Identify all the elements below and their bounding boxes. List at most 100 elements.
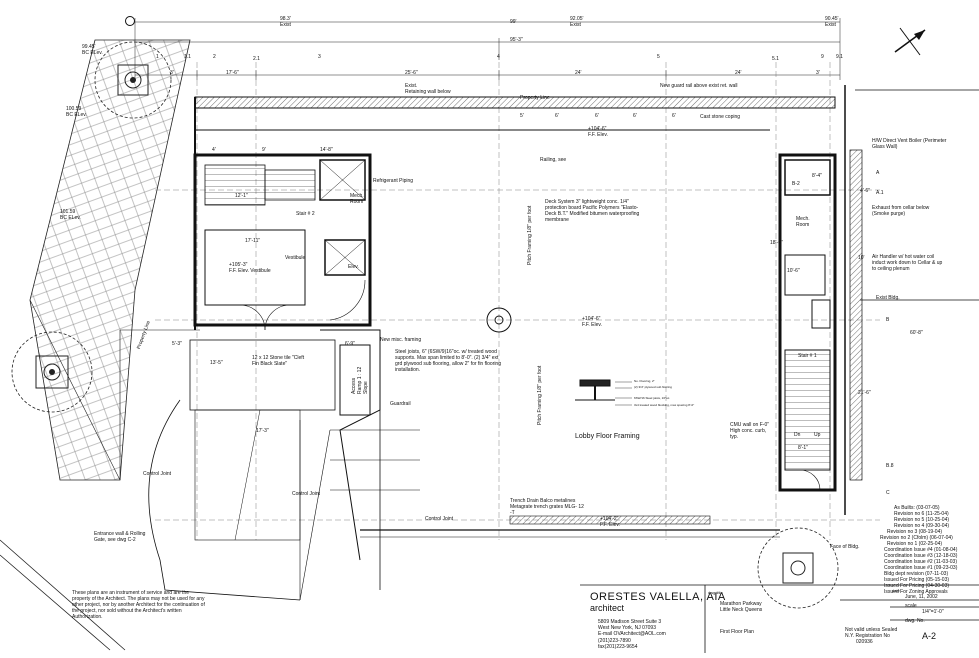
dimension-label: 6'-9"	[345, 341, 355, 347]
elevation-label: BC ELev.	[66, 112, 87, 118]
revision-item: Revision no 4 (09-30-04)	[894, 523, 950, 529]
revision-item: Issued For Zoning Approvals	[884, 589, 948, 595]
detail-note: No. Flooring, 2"	[634, 379, 655, 383]
elevation-label: 100.59	[66, 106, 82, 112]
note-refrigerant: Refrigerant Piping	[373, 178, 414, 184]
note-air-handler: Air Handler w/ hot water coil induct wor…	[872, 254, 943, 272]
elevation-label: 101.59	[60, 209, 76, 215]
revision-item: Revision no 5 (10-25-04)	[894, 517, 950, 523]
revision-item: Revision no 6 (11-25-04)	[894, 511, 949, 517]
architect-address: West New York, NJ 07093	[598, 625, 656, 631]
elevation-tag: +104'-6"	[588, 126, 607, 132]
structural-columns	[486, 307, 512, 333]
dimension-label: 4'-6"	[860, 188, 870, 194]
grid-label-column: 5.1	[772, 56, 779, 62]
drawing-number: A-2	[922, 631, 937, 641]
dimension-label: 90.45'	[825, 16, 839, 22]
note-pitch-framing: Pitch Framing 1/8" per foot	[537, 365, 543, 425]
note-trench-drain: Trench Drain Balco metalines Metagrate t…	[510, 498, 584, 516]
drawing-title: First Floor Plan	[720, 629, 754, 635]
grid-label-column: 9	[821, 54, 824, 60]
tag-b2: B-2	[792, 181, 800, 187]
label-down: Dn	[794, 432, 801, 438]
elevation-tag: +104'-6"	[582, 316, 601, 322]
grid-label-row: A	[876, 170, 880, 176]
room-label-stair: Stair # 2	[296, 211, 315, 217]
revision-item: Revision no 2 (Cfolm) (06-07-04)	[880, 535, 953, 541]
disclaimer-text: These plans are an instrument of service…	[72, 590, 205, 620]
dimension-label: 13'-5"	[210, 360, 223, 366]
note-exist-bldg: Exist Bldg.	[876, 295, 900, 301]
scale-value: 1/4"=1'-0"	[922, 609, 944, 615]
project-name: Marathon Parkway	[720, 601, 762, 607]
dimension-label: 18'-6"	[770, 240, 783, 246]
note-guardrail: Guardrail	[390, 401, 411, 407]
seal-note: N.Y. Registration No	[845, 633, 890, 639]
dimension-label: 10'	[858, 255, 865, 261]
grid-label-row: C	[886, 490, 890, 496]
grid-bubble-top	[125, 16, 135, 28]
sidewalk-paving	[0, 39, 191, 651]
note-control-joint: Control Joint	[425, 516, 454, 522]
room-label-mech: Mech. Room	[796, 216, 810, 228]
grid-line-column	[196, 62, 831, 540]
revision-item: Revision no 1 (02-25-04)	[887, 541, 943, 547]
revision-item: Issued For Pricing (05-15-03)	[884, 577, 950, 583]
dimension-label: 25'-6"	[405, 70, 418, 76]
note-exist: Exist.	[405, 83, 418, 89]
grid-label-column: 3	[318, 54, 321, 60]
revision-item: Coordination Issue #3 (12-18-03)	[884, 553, 958, 559]
revision-item: Coordination Issue #2 (11-03-03)	[884, 559, 958, 565]
date-value: June, 11, 2002	[905, 594, 938, 600]
elevation-label: BC ELev.	[60, 215, 81, 221]
seal-note: Not valid unless Sealed	[845, 627, 898, 633]
elevation-label: BC ELev.	[82, 50, 103, 56]
note-guard-rail: New guard rail above exist ret. wall	[660, 83, 738, 89]
dimension-label: Exist	[825, 22, 836, 28]
grid-label-column: 5	[657, 54, 660, 60]
elevation-label: 99.45'	[82, 44, 96, 50]
scale-label: scale	[905, 603, 917, 609]
grid-label-row: B.8	[886, 463, 894, 469]
room-label-mech: Mech. Room	[350, 193, 364, 205]
revision-item: As Builts: (03-07-05)	[894, 505, 940, 511]
architect-subtitle: architect	[590, 603, 625, 613]
grid-label-column: 2	[213, 54, 216, 60]
dimension-label: 6'	[555, 113, 559, 119]
dimension-label: 6'	[595, 113, 599, 119]
note-property-line: Property Line	[520, 95, 550, 101]
dwg-no-label: dwg. No.	[905, 618, 925, 624]
revision-item: Coordination Issue #4 (01-08-04)	[884, 547, 958, 553]
dimension-label: 3'	[170, 70, 174, 76]
note-access-ramp: Access Ramp 1 : 12 Slope	[351, 366, 369, 394]
dimension-label: 99'	[510, 19, 517, 25]
dimension-label: Exist	[280, 22, 291, 28]
architect-address: 5809 Madison Street Suite 3	[598, 619, 662, 625]
note-pitch-framing: Pitch Framing 1/8" per foot	[527, 205, 533, 265]
room-label-stair: Stair # 1	[798, 353, 817, 359]
seal-note: 020936	[856, 639, 873, 645]
grid-label-column: 4	[497, 54, 500, 60]
dimension-label: 5'	[520, 113, 524, 119]
architect-phone: (201)223-7890	[598, 638, 631, 644]
door-swings	[239, 279, 821, 491]
dimension-label: 17'-6"	[226, 70, 239, 76]
detail-note: (2) 3/4" plywood sub flooring	[634, 385, 672, 389]
dimension-label: 17'-11"	[245, 238, 261, 244]
note-exhaust: Exhaust from cellar below (Smoke purge)	[872, 205, 930, 217]
room-label-vestibule: Vestibule	[285, 255, 306, 261]
revision-item: Coordination Issue #1 (09-23-03)	[884, 565, 958, 571]
grid-label-column: 9.1	[836, 54, 843, 60]
tree-symbol	[757, 527, 839, 609]
dimension-label: 5'-3"	[172, 341, 182, 347]
dimension-label: Exist	[570, 22, 581, 28]
note-entrance: Entrance wall & Rolling Gate, see dwg C-…	[94, 531, 146, 543]
elevation-tag: +105'-3"	[229, 262, 248, 268]
dimension-label: 3'	[816, 70, 820, 76]
date-label: date	[892, 588, 900, 593]
grid-label-column: 1	[156, 54, 159, 60]
grid-label-row: B	[886, 317, 890, 323]
detail-note: 3x4 treated wood blocking, max spacing 8…	[634, 403, 695, 407]
label-lobby-framing: Lobby Floor Framing	[575, 433, 640, 440]
